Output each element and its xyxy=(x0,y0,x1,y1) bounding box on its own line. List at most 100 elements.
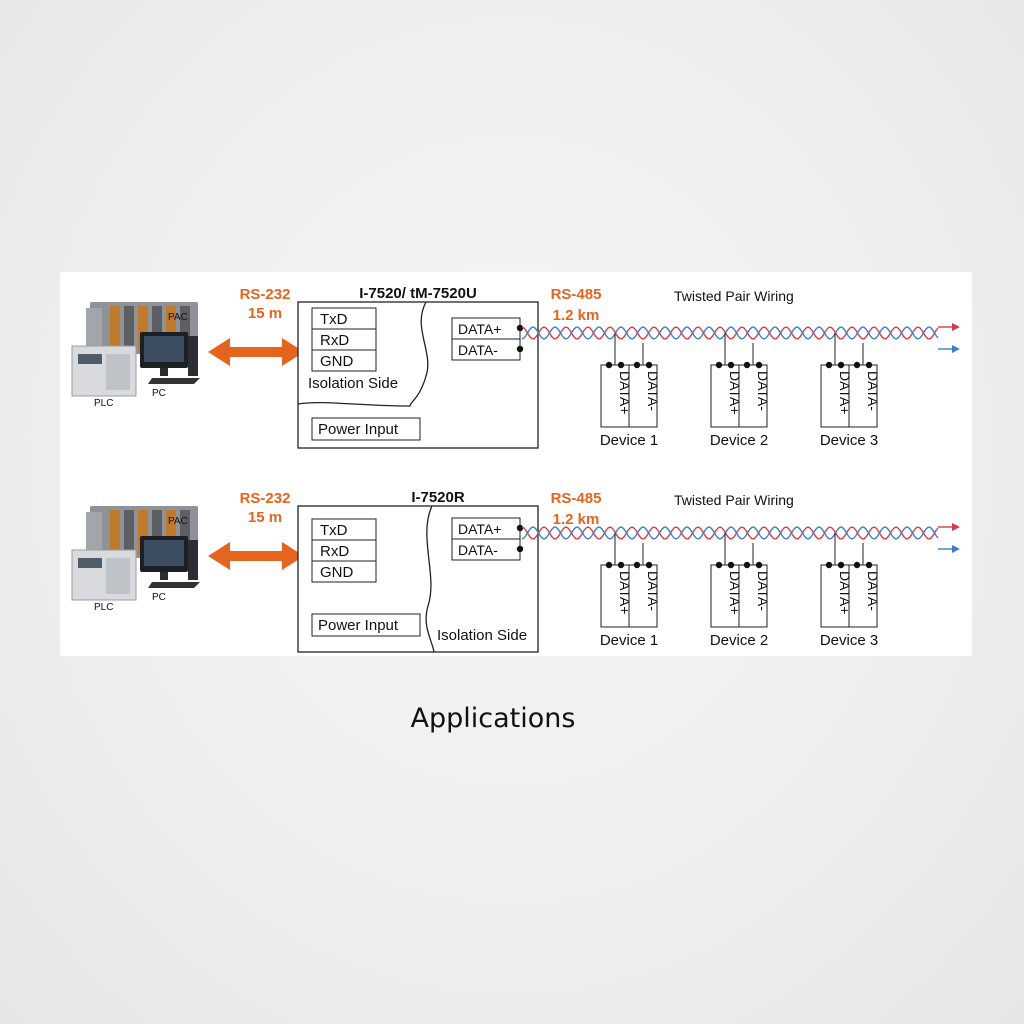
isolation-side-label: Isolation Side xyxy=(437,627,527,644)
terminal-dot xyxy=(865,361,873,369)
device-data-minus-label: DATA- xyxy=(865,571,881,611)
terminal-dot xyxy=(633,361,641,369)
device-data-minus-cell xyxy=(738,564,768,628)
device-data-plus-label: DATA+ xyxy=(727,571,743,614)
terminal-dot xyxy=(645,361,653,369)
rs232-distance-label: 15 m xyxy=(248,509,282,526)
plc-display-icon xyxy=(78,558,102,568)
pc-label: PC xyxy=(152,388,166,399)
pin-cell xyxy=(311,560,377,583)
terminal-dot xyxy=(617,561,625,569)
pac-module-icon xyxy=(180,510,190,554)
rs232-arrow-icon xyxy=(208,338,304,366)
device-data-plus-label: DATA+ xyxy=(617,571,633,614)
device-label: Device 1 xyxy=(600,632,658,649)
terminal-dot xyxy=(727,561,735,569)
plc-label: PLC xyxy=(94,602,113,613)
data-minus-label: DATA- xyxy=(458,342,498,358)
terminal-dot xyxy=(727,361,735,369)
device-label: Device 3 xyxy=(820,632,878,649)
pin-label-rxd: RxD xyxy=(320,332,349,349)
arrow-blue-icon xyxy=(952,345,960,353)
rs485-distance-label: 1.2 km xyxy=(553,511,600,528)
rs232-label: RS-232 xyxy=(240,286,291,303)
terminal-dot xyxy=(715,361,723,369)
terminal-dot xyxy=(516,545,524,553)
plc-label: PLC xyxy=(94,398,113,409)
terminal-dot xyxy=(617,361,625,369)
power-input-box xyxy=(311,613,421,637)
pc-screen-icon xyxy=(144,540,184,566)
pin-label-gnd: GND xyxy=(320,353,354,370)
terminal-dot xyxy=(516,345,524,353)
plc-display-icon xyxy=(78,354,102,364)
pac-module-icon xyxy=(138,306,148,350)
pin-label-txd: TxD xyxy=(320,522,348,539)
device-data-plus-label: DATA+ xyxy=(617,371,633,414)
twisted-pair-label: Twisted Pair Wiring xyxy=(674,288,794,304)
rs232-label: RS-232 xyxy=(240,490,291,507)
pc-label: PC xyxy=(152,592,166,603)
device-data-minus-cell xyxy=(848,564,878,628)
plc-panel-icon xyxy=(106,354,130,390)
terminal-dot xyxy=(853,361,861,369)
pin-label-rxd: RxD xyxy=(320,543,349,560)
rs485-label: RS-485 xyxy=(551,490,602,507)
isolation-divider xyxy=(297,301,429,407)
terminal-dot xyxy=(605,561,613,569)
pac-module-icon xyxy=(124,306,134,350)
pc-stand-icon xyxy=(160,368,168,376)
terminal-dot xyxy=(853,561,861,569)
terminal-dot xyxy=(837,561,845,569)
device-data-minus-label: DATA- xyxy=(645,571,661,611)
twisted-wire-blue xyxy=(521,526,939,540)
power-input-box xyxy=(311,417,421,441)
pin-label-gnd: GND xyxy=(320,564,354,581)
data-minus-label: DATA- xyxy=(458,542,498,558)
data-plus-label: DATA+ xyxy=(458,521,501,537)
terminal-dot xyxy=(743,361,751,369)
pin-cell xyxy=(311,349,377,372)
terminal-dot xyxy=(516,324,524,332)
pac-label: PAC xyxy=(168,516,188,527)
device-label: Device 1 xyxy=(600,432,658,449)
pac-module-icon xyxy=(152,510,162,554)
device-label: Device 3 xyxy=(820,432,878,449)
pac-module-icon xyxy=(110,510,120,554)
device-data-minus-cell xyxy=(738,364,768,428)
device-data-plus-cell xyxy=(600,364,630,428)
arrow-blue-icon xyxy=(952,545,960,553)
arrow-red-icon xyxy=(952,323,960,331)
plc-panel-icon xyxy=(106,558,130,594)
pc-keyboard-icon xyxy=(148,582,200,588)
isolation-divider xyxy=(425,505,435,653)
pac-module-icon xyxy=(166,510,176,554)
device-data-plus-cell xyxy=(600,564,630,628)
pc-tower-icon xyxy=(188,336,198,376)
pc-keyboard-icon xyxy=(148,378,200,384)
device-data-minus-label: DATA- xyxy=(645,371,661,411)
device-data-plus-label: DATA+ xyxy=(837,571,853,614)
rs485-distance-label: 1.2 km xyxy=(553,307,600,324)
rs485-label: RS-485 xyxy=(551,286,602,303)
pc-tower-icon xyxy=(188,540,198,580)
device-label: Device 2 xyxy=(710,432,768,449)
power-input-label: Power Input xyxy=(318,617,399,634)
terminal-dot xyxy=(865,561,873,569)
model-label: I-7520R xyxy=(411,489,465,506)
device-data-plus-label: DATA+ xyxy=(837,371,853,414)
arrow-red-icon xyxy=(952,523,960,531)
pc-screen-icon xyxy=(144,336,184,362)
data-plus-label: DATA+ xyxy=(458,321,501,337)
pc-stand-icon xyxy=(160,572,168,580)
rs232-arrow-icon xyxy=(208,542,304,570)
twisted-wire-blue xyxy=(521,326,939,340)
terminal-dot xyxy=(755,561,763,569)
pac-module-icon xyxy=(166,306,176,350)
rs232-distance-label: 15 m xyxy=(248,305,282,322)
device-data-minus-label: DATA- xyxy=(755,371,771,411)
device-label: Device 2 xyxy=(710,632,768,649)
